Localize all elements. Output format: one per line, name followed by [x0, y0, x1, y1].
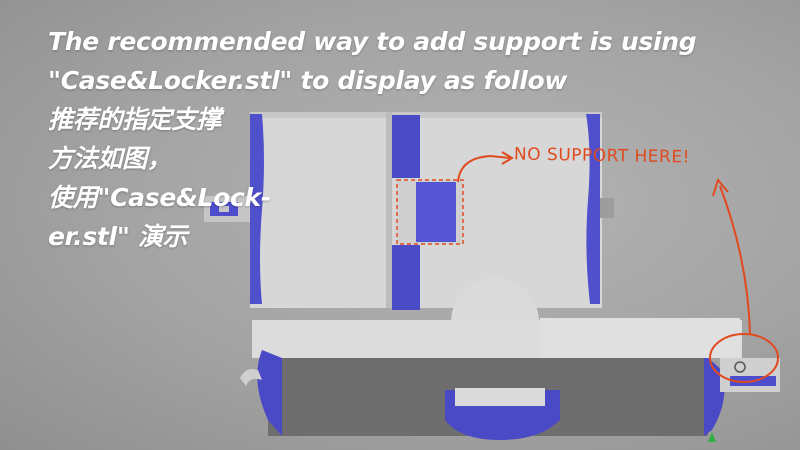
support-channel-top — [392, 115, 420, 178]
support-channel-bottom — [392, 245, 420, 310]
no-support-annotation: NO SUPPORT HERE! — [513, 144, 691, 168]
caption-zh-line-3: 使用"Case&Lock- — [48, 183, 271, 212]
case-top-plate — [204, 112, 614, 310]
caption-en-line-1: The recommended way to add support is us… — [48, 27, 697, 56]
support-left-strip — [250, 114, 264, 304]
caption-zh-line-1: 推荐的指定支撑 — [48, 105, 221, 134]
unsupported-block — [396, 179, 464, 245]
caption-zh-line-2: 方法如图， — [48, 144, 172, 173]
annotation-circle — [709, 333, 779, 383]
caption-zh-line-4: er.stl" 演示 — [48, 222, 188, 251]
support-right-strip — [586, 114, 600, 304]
annotation-arrow-right — [719, 185, 751, 335]
tutorial-caption: The recommended way to add support is us… — [48, 22, 697, 256]
case-lower-body — [240, 318, 780, 442]
annotation-arrow-left — [457, 154, 511, 183]
caption-en-line-2: "Case&Locker.stl" to display as follow — [48, 66, 568, 95]
